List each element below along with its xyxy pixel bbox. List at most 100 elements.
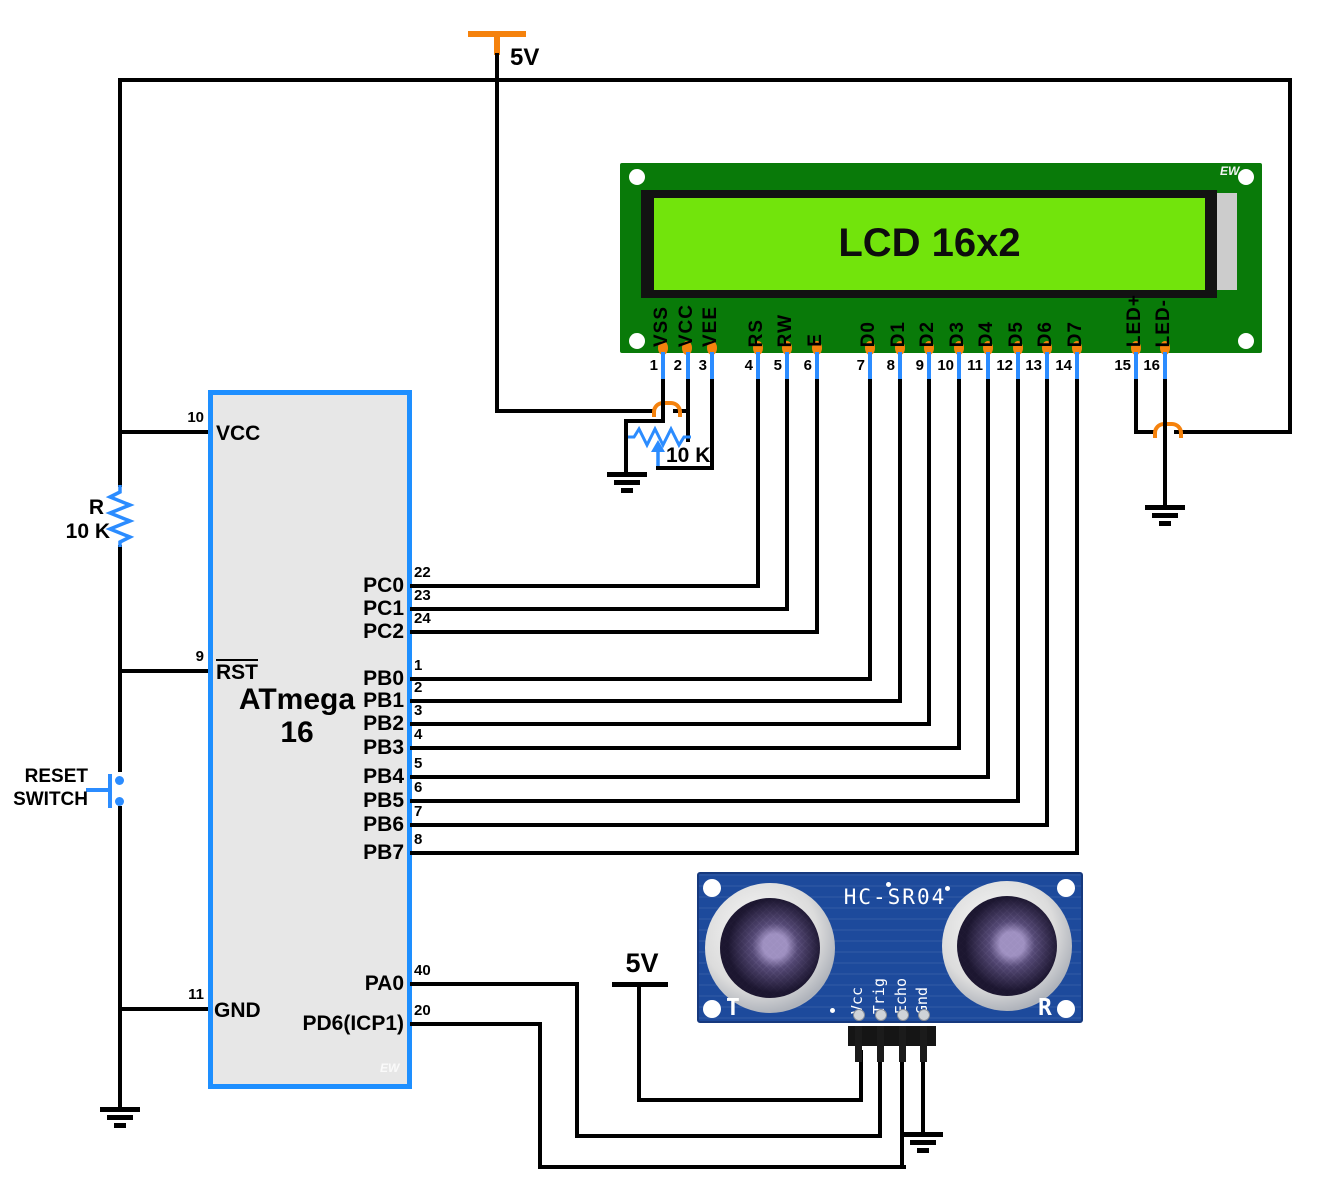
supply-5v-top-label: 5V [510,44,540,71]
wire-pb7-h [410,851,1079,855]
lcd-stub-6 [815,352,819,379]
supply-5v-bottom-label: 5V [625,948,659,978]
lcd-hole-tr [1238,169,1254,185]
wire-pc1-h [410,607,789,611]
lcd-pad-7 [865,341,875,355]
lcd-pin-label-e: E [805,333,826,347]
sensor-receiver-mesh [957,896,1057,996]
wire-5v-drop [495,53,499,412]
wire-lcd-vcc-v [686,378,690,442]
wire-rs-v [756,378,760,588]
lcd-title: LCD 16x2 [838,221,1021,265]
lcd-pin-number-10: 10 [937,357,954,374]
wire-pd6-v [538,1022,542,1169]
wire-ledplus-h2 [1174,430,1292,434]
mcu-pin-pa0-label: PA0 [364,972,404,995]
sensor-receiver-marking: R [1038,995,1052,1021]
lcd-pin-label-d6: D6 [1035,320,1056,347]
wire-pa0-h2 [575,1134,882,1138]
wire-ledminus-v [1163,378,1167,508]
mcu-pin-pd6-number: 20 [414,1002,431,1019]
lcd-pin-number-11: 11 [967,357,983,374]
lcd-pin-number-15: 15 [1114,357,1131,374]
lcd-pin-label-ledp: LED+ [1124,293,1145,347]
lcd-pin-label-vss: VSS [651,305,672,347]
ground-symbol-main [98,1107,142,1131]
wire-d1-v [898,378,902,703]
wire-d0-v [868,378,872,681]
wire-echo-v [900,1050,904,1169]
lcd-pin-number-5: 5 [773,357,782,374]
lcd-pad-14 [1072,341,1082,355]
sensor-title: HC-SR04 [843,885,947,909]
mcu-pin-pb3-number: 4 [414,726,423,743]
mcu-name-line1: ATmega [238,683,356,716]
lcd-stub-9 [927,352,931,379]
wire-pb5-h [410,799,1020,803]
lcd-pin-number-16: 16 [1143,357,1160,374]
lcd-pin-label-d3: D3 [947,320,968,347]
sensor-pcb-dot [830,1008,835,1013]
lcd-pin-label-d4: D4 [976,320,997,347]
mcu-pin-pb4-number: 5 [414,755,423,772]
wire-d4-v [986,378,990,779]
wire-pb1-h [410,699,902,703]
lcd-pin-number-8: 8 [886,357,895,374]
lcd-stub-10 [957,352,961,379]
wire-pb4-h [410,775,990,779]
wire-pb0-h [410,677,872,681]
lcd-hole-tl [629,169,645,185]
mcu-pin-rst-label: RST [216,661,258,684]
sensor-pad-gnd [918,1009,930,1021]
mcu-pin-pc0-label: PC0 [363,574,404,597]
lcd-stub-7 [868,352,872,379]
ground-symbol-lcd-vss [605,472,649,496]
reset-switch-stem [86,788,110,792]
lcd-pin-label-vee: VEE [700,305,721,347]
mcu-pin-pb0-number: 1 [414,657,423,674]
potentiometer-10k [628,425,691,449]
ground-symbol-sensor [901,1132,945,1156]
wire-hop-over-vss [652,401,682,417]
wire-d2-v [927,378,931,726]
lcd-driver-strip [1217,193,1237,290]
mcu-watermark: EW [380,1061,400,1075]
wire-rst-stub [118,669,210,673]
wire-e-v [815,378,819,634]
wire-5v-to-lcdvcc-h1 [495,409,655,413]
mcu-name-line2: 16 [280,716,314,749]
mcu-pin-pb7-number: 8 [414,831,423,848]
wire-pa0-v [575,982,579,1138]
reset-switch-actuator [108,774,112,808]
lcd-pin-number-7: 7 [856,357,865,374]
lcd-pad-3 [707,341,717,355]
lcd-pin-number-14: 14 [1055,357,1072,374]
mcu-pin-pa0-number: 40 [414,962,431,979]
mcu-pin-gnd-number: 11 [188,986,204,1003]
wire-left-bus-lower [118,806,122,1109]
supply-5v-top-stem [494,31,500,55]
sensor-header-pin-vcc [855,1026,862,1062]
resistor-value: 10 K [65,520,110,543]
reset-switch-contact-top [115,776,124,785]
resistor-name: R [88,496,104,519]
lcd-pin-label-d7: D7 [1065,320,1086,347]
lcd-screen [654,198,1205,290]
sensor-header-pin-gnd [920,1026,927,1062]
mcu-pin-pb7-label: PB7 [363,841,404,864]
lcd-pad-6 [812,341,822,355]
wire-vcc-stub [118,430,210,434]
lcd-pin-label-d0: D0 [858,320,879,347]
wire-pd6-h2 [538,1165,906,1169]
mcu-pin-vcc-label: VCC [216,422,261,445]
reset-switch-label-2: SWITCH [13,789,88,810]
sensor-transmitter-mesh [720,898,820,998]
mcu-pin-pb0-label: PB0 [363,667,404,690]
lcd-pad-1 [658,341,668,355]
wire-ledplus-v [1134,378,1138,434]
lcd-pin-number-9: 9 [915,357,924,374]
sensor-pad-vcc [853,1009,865,1021]
lcd-stub-14 [1075,352,1079,379]
lcd-watermark: EW [1220,164,1240,178]
wire-hop-over-ledminus [1153,422,1183,438]
